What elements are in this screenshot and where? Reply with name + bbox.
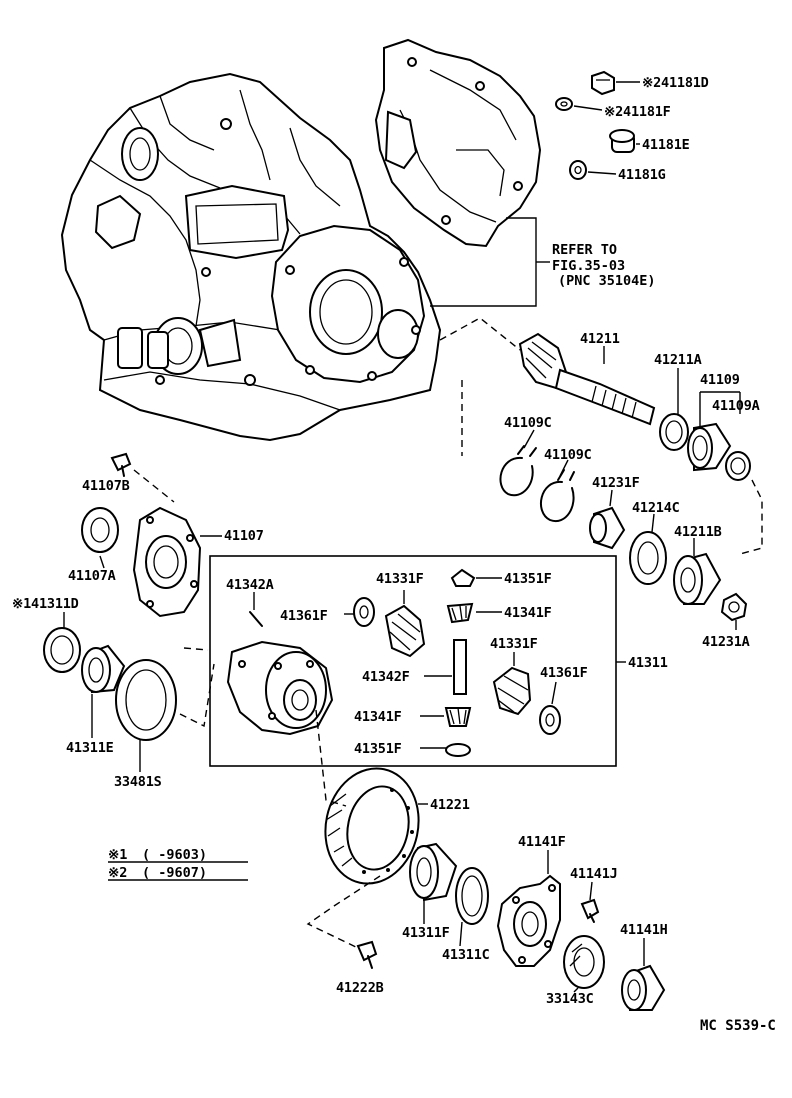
differential-case [226, 640, 334, 736]
washer-41361F-2 [539, 705, 561, 735]
shim-41311D [43, 627, 81, 673]
label-41214C: 41214C [632, 500, 680, 516]
label-41141H: 41141H [620, 922, 668, 938]
figure-code: MC S539-C [700, 1018, 776, 1034]
label-41211B: 41211B [674, 524, 722, 540]
label-41311F: 41311F [402, 925, 450, 941]
refer-note-line1: REFER TO [552, 242, 617, 258]
plug-41181D [591, 70, 615, 96]
label-41109C-1: 41109C [504, 415, 552, 431]
part-labels: ※241181D ※241181F 41181E 41181G 41211 41… [12, 75, 760, 1007]
label-41361F-2: 41361F [540, 665, 588, 681]
transaxle-case [60, 72, 442, 442]
label-41211: 41211 [580, 331, 620, 347]
transaxle-cover [374, 38, 542, 248]
plug-41181E [609, 129, 635, 153]
applicability-notes: ※1 ( -9603) ※2 ( -9607) [108, 847, 207, 881]
pinion-gear-41341F-1 [446, 602, 474, 624]
label-41222B: 41222B [336, 980, 384, 996]
gasket-41181F [555, 97, 573, 111]
label-41107A: 41107A [68, 568, 116, 584]
label-41351F-2: 41351F [354, 741, 402, 757]
label-41231A: 41231A [702, 634, 750, 650]
shim-41311C [455, 867, 489, 925]
note-2-range: ( -9607) [142, 865, 207, 881]
bearing-41311E [81, 644, 126, 694]
refer-note: REFER TO FIG.35-03 (PNC 35104E) [552, 242, 656, 289]
side-gear-41331F-1 [384, 604, 426, 658]
bearing-41211B [673, 552, 722, 605]
pinion-gear-41341F-2 [444, 707, 472, 727]
label-41141J: 41141J [570, 866, 618, 882]
nut-41231A [720, 592, 748, 622]
note-1-mark: ※1 [108, 847, 127, 863]
oil-seal-41107A [81, 507, 119, 553]
washer-41351F-2 [445, 743, 471, 757]
label-41107B: 41107B [82, 478, 130, 494]
washer-41351F-1 [450, 568, 476, 587]
label-41311C: 41311C [442, 947, 490, 963]
bearing-41311F [409, 842, 458, 902]
label-41341F-1: 41341F [504, 605, 552, 621]
side-gear-41331F-2 [492, 666, 532, 716]
label-41311D: ※141311D [12, 596, 79, 612]
bearing-41211A [659, 413, 689, 451]
label-41181E: 41181E [642, 137, 690, 153]
label-41107: 41107 [224, 528, 264, 544]
shaft-41342F [453, 639, 467, 695]
label-41231F: 41231F [592, 475, 640, 491]
retainer-41141F [496, 874, 561, 967]
label-41181G: 41181G [618, 167, 666, 183]
label-41361F-1: 41361F [280, 608, 328, 624]
label-41331F-2: 41331F [490, 636, 538, 652]
bolt-41141J [580, 898, 600, 923]
note-2-mark: ※2 [108, 865, 127, 881]
differential-assembly-box [209, 555, 617, 767]
bearing-41109 [687, 422, 732, 472]
refer-note-line2: FIG.35-03 [552, 258, 625, 274]
label-41109: 41109 [700, 372, 740, 388]
note-1-range: ( -9603) [142, 847, 207, 863]
bolt-41222B [356, 940, 378, 969]
label-41351F-1: 41351F [504, 571, 552, 587]
ring-gear-41221 [324, 767, 420, 885]
race-41109A [725, 451, 751, 481]
label-41331F-1: 41331F [376, 571, 424, 587]
oil-seal-41214C [629, 531, 667, 585]
label-41211A: 41211A [654, 352, 702, 368]
label-41341F-2: 41341F [354, 709, 402, 725]
washer-41361F-1 [353, 597, 375, 627]
snap-ring-41109C-2 [540, 480, 575, 523]
bolt-41107B [110, 452, 132, 477]
oil-seal-33143C [563, 935, 605, 989]
label-41141F: 41141F [518, 834, 566, 850]
snap-ring-41109C-1 [499, 456, 534, 497]
label-33481S: 33481S [114, 774, 162, 790]
refer-note-line3: (PNC 35104E) [558, 273, 656, 289]
pin-41342A [249, 611, 263, 627]
label-41221: 41221 [430, 797, 470, 813]
drive-pinion-41211 [518, 332, 656, 426]
label-41109A: 41109A [712, 398, 760, 414]
label-41181F: ※241181F [604, 104, 671, 120]
retainer-41107 [132, 506, 202, 618]
label-41342A: 41342A [226, 577, 274, 593]
oil-seal-33481S [115, 659, 177, 741]
spacer-41231F [589, 506, 626, 550]
label-41311: 41311 [628, 655, 668, 671]
label-41311E: 41311E [66, 740, 114, 756]
bearing-41141H [621, 964, 666, 1011]
gasket-41181G [569, 160, 587, 180]
label-41181D: ※241181D [642, 75, 709, 91]
label-41109C-2: 41109C [544, 447, 592, 463]
label-33143C: 33143C [546, 991, 594, 1007]
label-41342F: 41342F [362, 669, 410, 685]
